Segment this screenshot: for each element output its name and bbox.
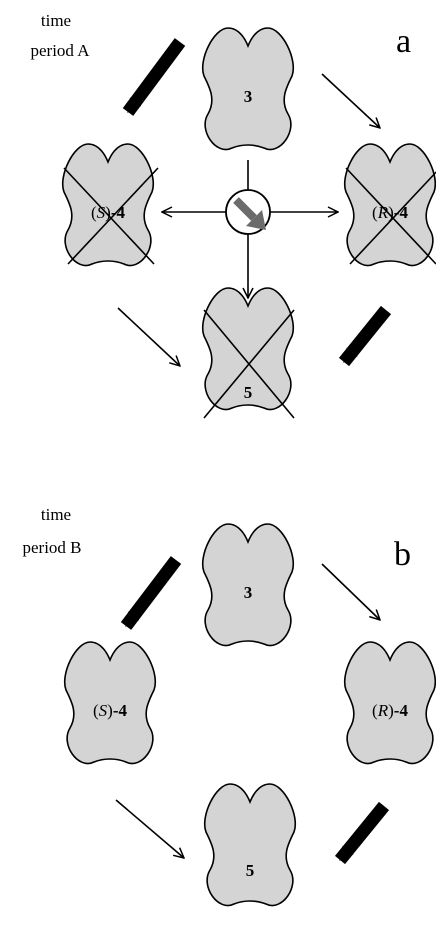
molecule-5-a: 5 [201,287,295,419]
thin-arrow-3-to-r4-b [321,563,380,620]
molecule-3-a: 3 [201,27,295,151]
molecule-r4-b: (R)-4 [343,641,436,765]
molecule-r4-a: (R)-4 [343,143,436,267]
thick-arrow-3-to-s4-b [120,556,182,630]
inhibitor-arrow-shaft [233,197,257,221]
thick-arrow-r4-to-5-a [338,305,392,367]
inhibitor-arrow-head-icon [246,210,266,230]
time-period-b-line2: period B [22,538,81,557]
cross-out-line [203,309,295,419]
thin-arrow-s4-to-5-a [117,307,180,366]
molecule-3-b-label: 3 [244,583,253,602]
thick-arrow-3-to-s4-a [122,38,186,116]
panel-b: time period B b 3 (S)-4 (R)-4 5 [22,505,436,907]
thick-arrow-r4-to-5-b [334,801,390,865]
thin-arrow-s4-to-5-b [115,799,184,858]
molecule-r4-b-label: (R)-4 [372,701,408,720]
molecule-5-a-label: 5 [244,383,253,402]
cross-out-line [345,167,436,265]
molecule-s4-a: (S)-4 [61,143,159,267]
molecule-s4-b: (S)-4 [63,641,157,765]
molecule-s4-b-label: (S)-4 [93,701,128,720]
time-period-a-line1: time [41,11,71,30]
thin-arrow-3-to-r4-a [321,73,380,128]
panel-a: time period A a 3 (S)-4 (R)-4 5 [30,11,436,419]
panel-b-letter: b [394,536,411,573]
molecule-s4-a-label: (S)-4 [91,203,126,222]
molecule-3-a-label: 3 [244,87,253,106]
molecule-5-b-label: 5 [246,861,255,880]
time-period-b-line1: time [41,505,71,524]
molecule-r4-a-label: (R)-4 [372,203,408,222]
molecule-3-b: 3 [201,523,295,647]
cross-out-line [67,167,159,265]
cross-out-line [349,171,436,265]
cross-out-line [63,167,155,265]
inhibitor-hub [162,160,338,298]
molecule-5-b: 5 [203,783,297,907]
panel-a-letter: a [396,23,411,60]
time-period-a-line2: period A [30,41,90,60]
